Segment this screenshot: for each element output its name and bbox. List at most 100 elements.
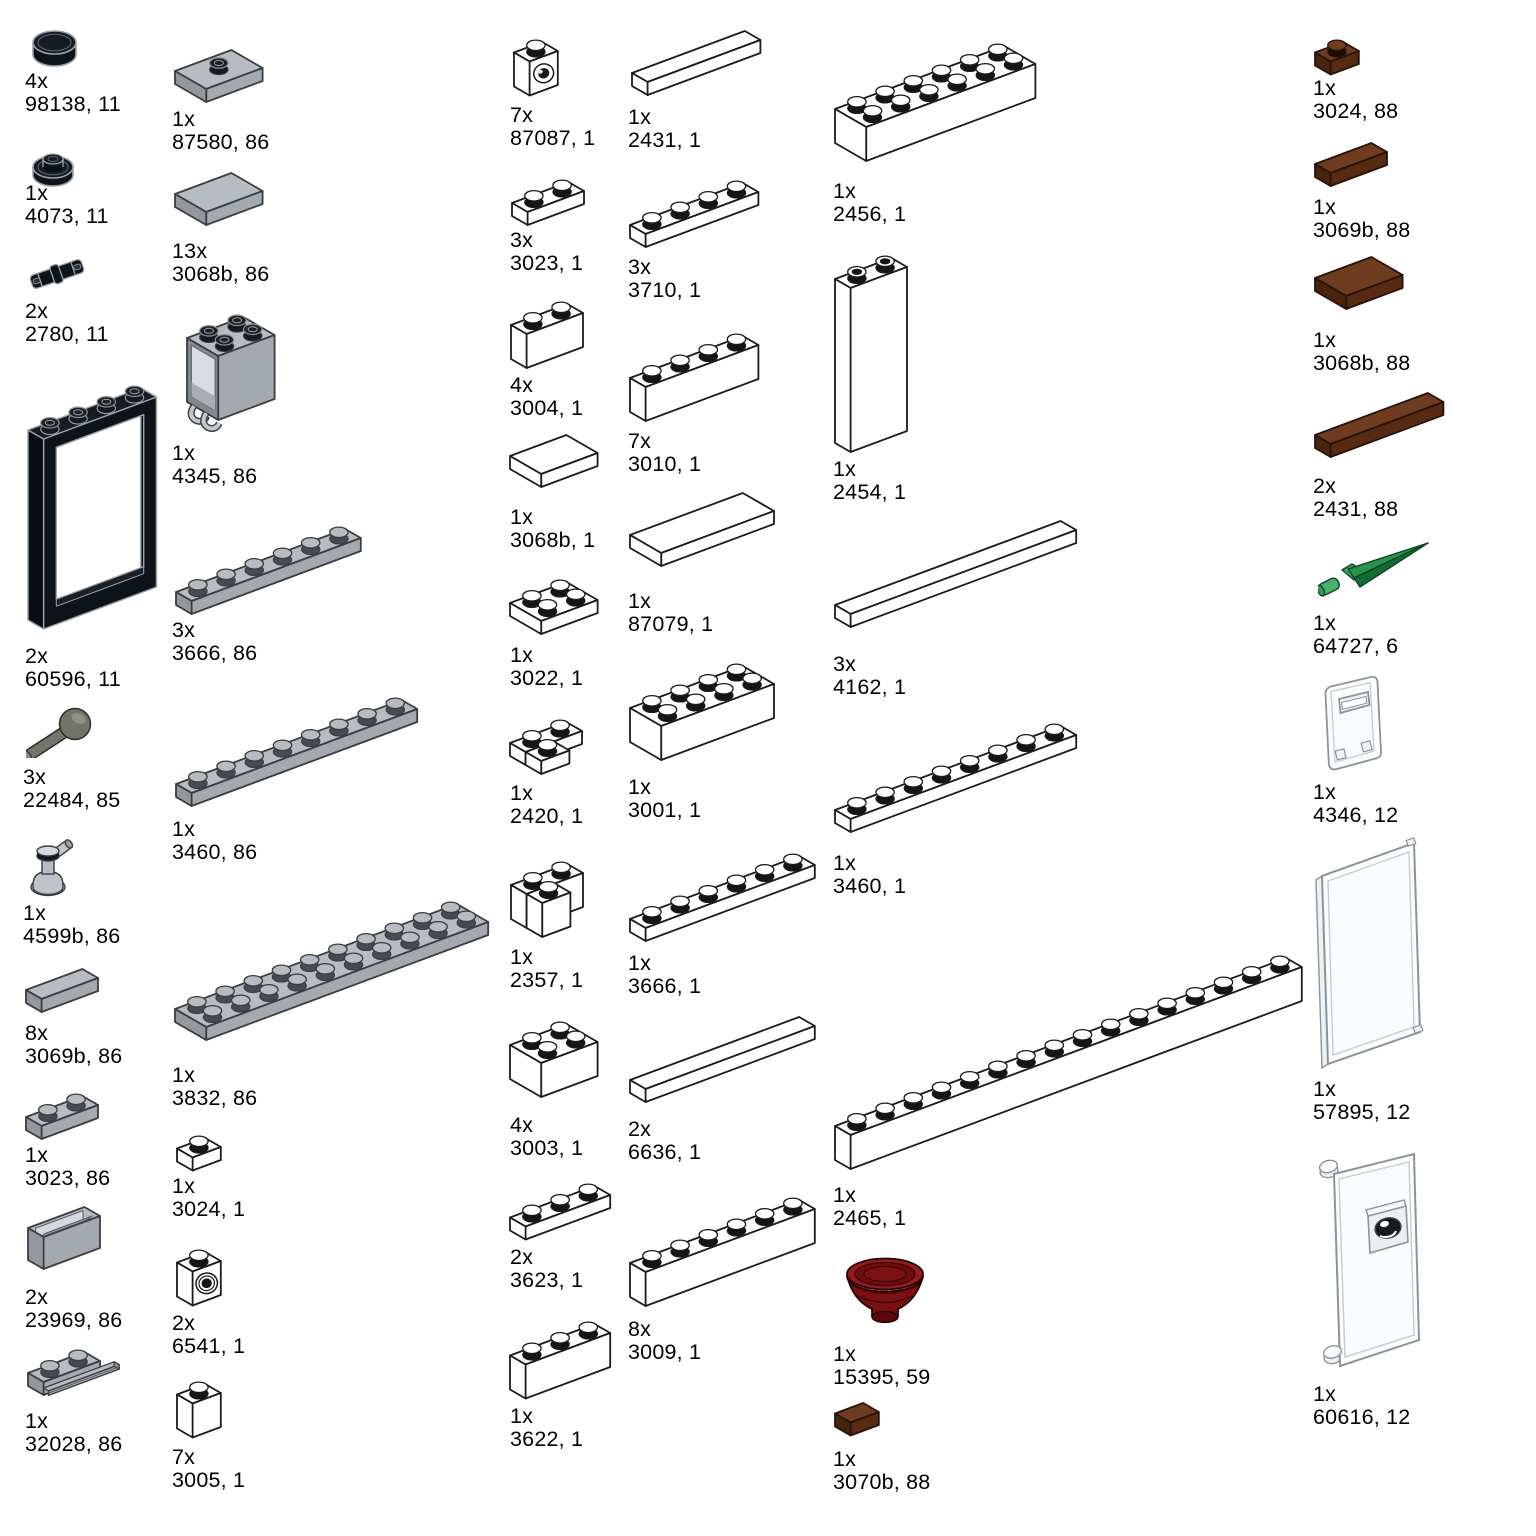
part-image-60616	[1318, 1152, 1421, 1368]
part-number-color: 3003, 1	[510, 1136, 584, 1160]
part-item-3024-1	[174, 1122, 224, 1174]
part-item-3001	[627, 650, 777, 763]
part-item-3666-86	[173, 513, 364, 617]
part-image-4346	[1324, 675, 1382, 771]
part-quantity: 2x	[25, 299, 49, 323]
part-item-3068b-86	[172, 170, 266, 228]
part-image-2454	[834, 255, 908, 453]
part-number-color: 2780, 11	[25, 322, 109, 346]
part-image-15395	[846, 1257, 924, 1324]
part-quantity: 1x	[833, 1342, 857, 1366]
part-item-3460-86	[173, 684, 421, 809]
part-item-3024-88	[1312, 26, 1362, 78]
part-image-3666-86	[175, 526, 362, 615]
part-number-color: 3004, 1	[510, 396, 584, 420]
part-number-color: 3623, 1	[510, 1268, 584, 1292]
part-item-3003	[507, 1008, 601, 1100]
part-item-6541	[174, 1236, 226, 1309]
part-quantity: 2x	[25, 1285, 49, 1309]
part-image-3460-1	[834, 723, 1078, 833]
part-quantity: 1x	[172, 441, 196, 465]
part-number-color: 2357, 1	[510, 968, 584, 992]
part-image-3832	[174, 901, 490, 1041]
part-number-color: 3460, 1	[833, 874, 907, 898]
part-quantity: 2x	[172, 1311, 196, 1335]
part-image-3068b-1	[509, 434, 599, 488]
part-image-3003	[509, 1021, 599, 1098]
part-quantity: 1x	[833, 1447, 857, 1471]
part-image-3070b	[834, 1402, 880, 1437]
part-quantity: 3x	[833, 652, 857, 676]
part-number-color: 64727, 6	[1313, 634, 1399, 658]
part-item-4346	[1314, 672, 1388, 778]
part-quantity: 1x	[25, 1143, 49, 1167]
part-image-3005	[176, 1381, 222, 1439]
part-image-2420	[509, 719, 583, 775]
part-image-32028	[27, 1349, 120, 1397]
part-item-3460-1	[832, 710, 1080, 835]
part-item-2454	[832, 242, 910, 455]
part-quantity: 3x	[628, 255, 652, 279]
part-image-3009	[629, 1197, 816, 1307]
part-image-4599b	[30, 839, 74, 897]
part-item-2431-1	[629, 28, 764, 98]
part-quantity: 7x	[628, 429, 652, 453]
part-image-4073	[32, 153, 74, 187]
part-image-22484	[26, 707, 92, 758]
part-item-2420	[507, 706, 601, 777]
part-quantity: 1x	[510, 1404, 534, 1428]
part-item-22484	[26, 706, 94, 758]
part-image-98138	[32, 30, 77, 67]
part-image-3666-1	[629, 853, 816, 942]
part-quantity: 1x	[833, 1183, 857, 1207]
part-image-3622	[509, 1321, 612, 1400]
part-item-3832	[172, 888, 492, 1043]
part-quantity: 2x	[628, 1117, 652, 1141]
part-quantity: 1x	[510, 505, 534, 529]
part-quantity: 1x	[1313, 1077, 1337, 1101]
part-quantity: 1x	[628, 105, 652, 129]
part-image-23969	[27, 1206, 101, 1270]
part-quantity: 2x	[510, 1245, 534, 1269]
part-number-color: 87580, 86	[172, 130, 270, 154]
part-item-3022	[507, 566, 601, 637]
part-image-87580	[174, 49, 264, 103]
part-image-87087	[513, 39, 559, 97]
part-image-2431-1	[631, 30, 762, 96]
part-quantity: 4x	[25, 69, 49, 93]
part-number-color: 3010, 1	[628, 452, 702, 476]
part-quantity: 1x	[23, 901, 47, 925]
part-quantity: 8x	[628, 1317, 652, 1341]
part-item-60596	[24, 372, 162, 638]
part-quantity: 8x	[25, 1021, 49, 1045]
part-number-color: 15395, 59	[833, 1365, 931, 1389]
part-image-60596	[27, 385, 158, 630]
part-item-3666-1	[627, 840, 818, 944]
part-quantity: 1x	[510, 781, 534, 805]
part-image-3069b-86	[25, 968, 99, 1013]
part-number-color: 2465, 1	[833, 1206, 907, 1230]
